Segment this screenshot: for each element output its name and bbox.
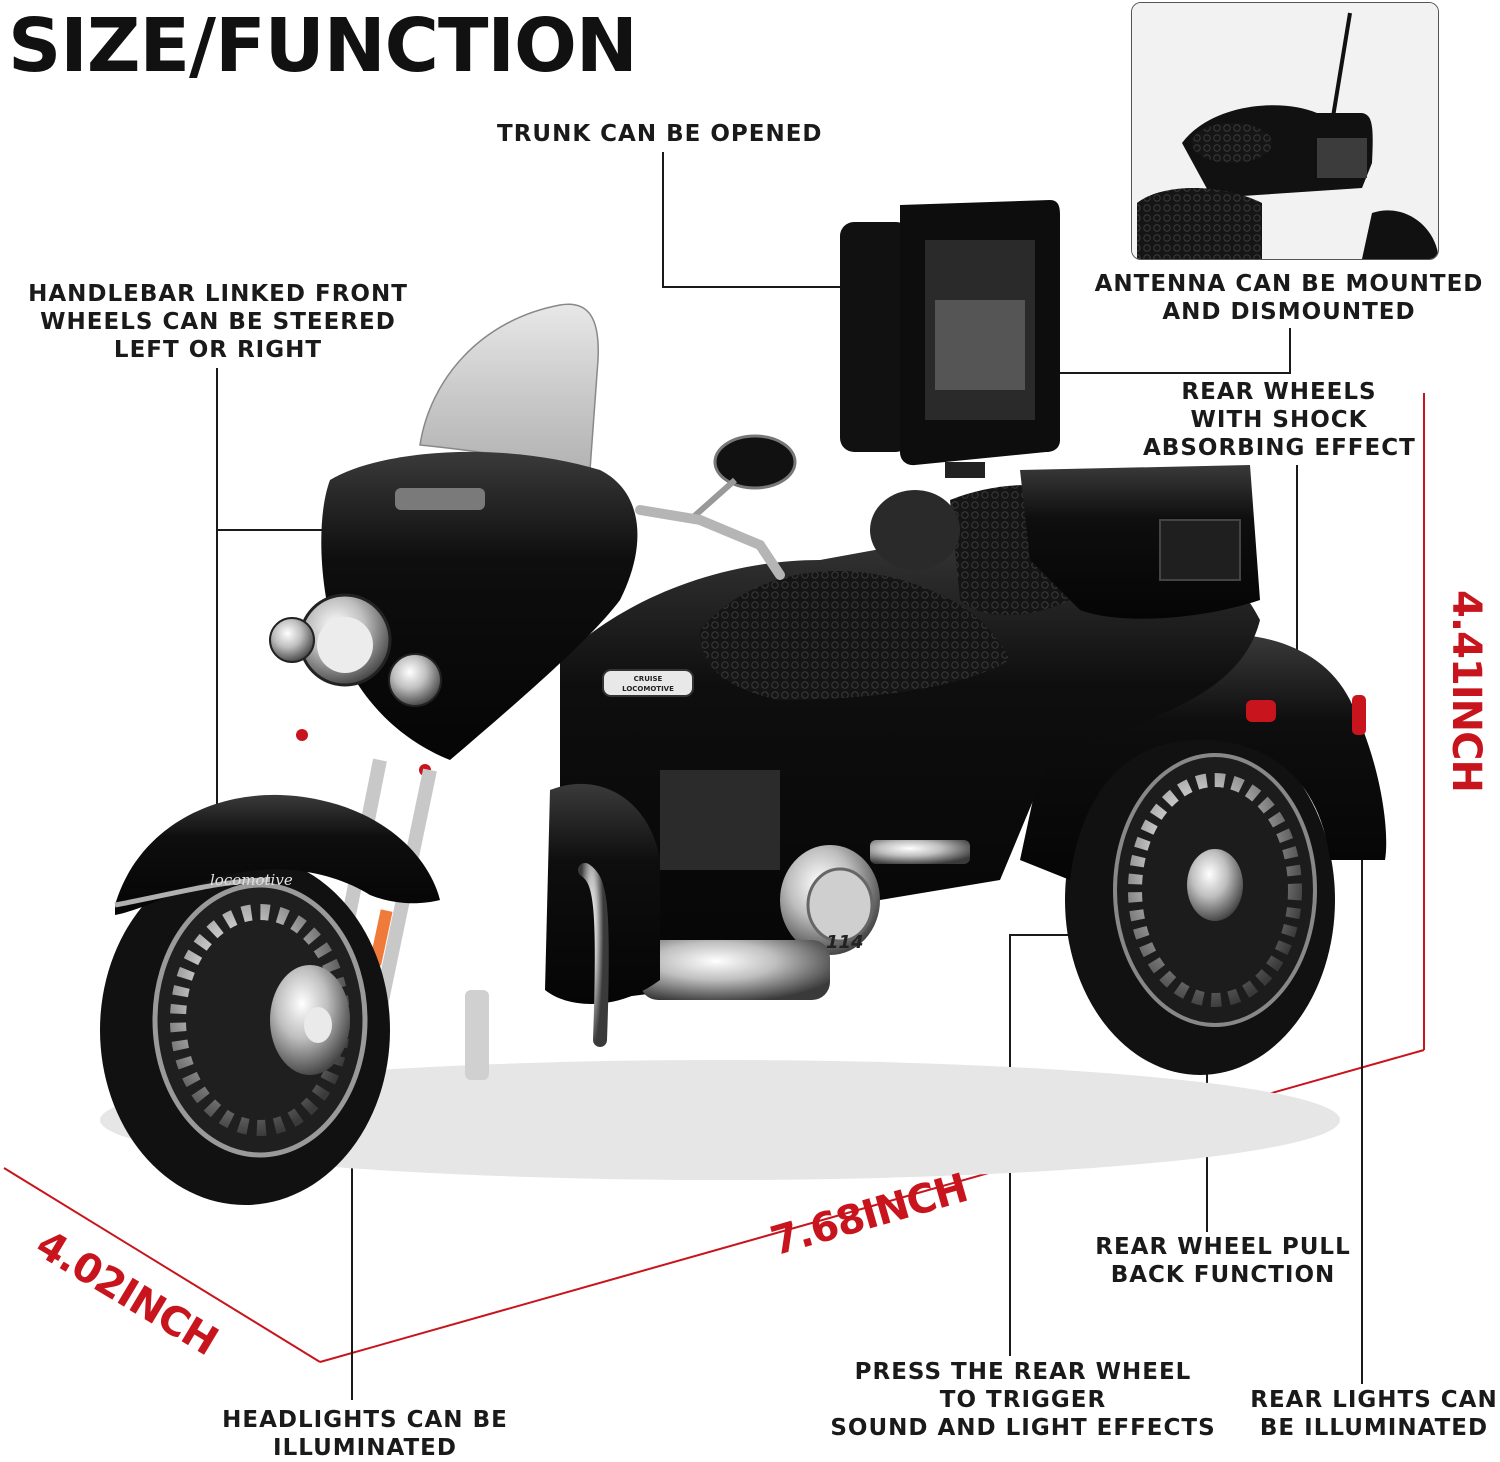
- label-rearlights-line1: REAR LIGHTS CAN: [1250, 1387, 1498, 1413]
- label-shock-line3: ABSORBING EFFECT: [1143, 435, 1416, 461]
- label-antenna-line1: ANTENNA CAN BE MOUNTED: [1094, 271, 1484, 297]
- label-handlebar-line2: WHEELS CAN BE STEERED: [40, 309, 396, 335]
- rear-light-right: [1246, 700, 1276, 722]
- rear-light-side: [1352, 695, 1366, 735]
- label-press-line3: SOUND AND LIGHT EFFECTS: [830, 1415, 1216, 1441]
- fender-script: locomotive: [210, 871, 293, 889]
- label-handlebar: HANDLEBAR LINKED FRONT WHEELS CAN BE STE…: [25, 280, 411, 364]
- antenna-inset: [1131, 2, 1439, 260]
- fairing-vent: [395, 488, 485, 510]
- badge-line2: LOCOMOTIVE: [622, 685, 674, 693]
- label-handlebar-line1: HANDLEBAR LINKED FRONT: [28, 281, 408, 307]
- front-fender: [115, 794, 440, 915]
- label-press-line2: TO TRIGGER: [939, 1387, 1107, 1413]
- tank-badge: CRUISE LOCOMOTIVE: [602, 669, 694, 697]
- label-press: PRESS THE REAR WHEEL TO TRIGGER SOUND AN…: [830, 1358, 1216, 1442]
- label-trunk: TRUNK CAN BE OPENED: [497, 120, 823, 148]
- label-rearlights-line2: BE ILLUMINATED: [1259, 1415, 1489, 1441]
- headlights: [269, 593, 442, 776]
- label-rearlights: REAR LIGHTS CAN BE ILLUMINATED: [1250, 1386, 1498, 1442]
- label-shock-line2: WITH SHOCK: [1190, 407, 1368, 433]
- label-headlights-line2: ILLUMINATED: [273, 1435, 457, 1461]
- front-wheel: [100, 855, 390, 1205]
- rear-wheel: [1065, 725, 1335, 1075]
- badge-line1: CRUISE: [634, 675, 663, 683]
- label-trunk-line1: TRUNK CAN BE OPENED: [497, 121, 823, 147]
- label-antenna-line2: AND DISMOUNTED: [1162, 299, 1416, 325]
- mirror-handlebar: [635, 434, 797, 580]
- label-shock-line1: REAR WHEELS: [1181, 379, 1377, 405]
- windshield: [419, 303, 599, 471]
- exhaust-pipe: [578, 863, 609, 1047]
- trunk-lid: [840, 200, 1060, 478]
- page-title: SIZE/FUNCTION: [8, 3, 638, 89]
- engine: [640, 770, 970, 1000]
- label-shock: REAR WHEELS WITH SHOCK ABSORBING EFFECT: [1143, 378, 1415, 462]
- label-antenna: ANTENNA CAN BE MOUNTED AND DISMOUNTED: [1089, 270, 1489, 326]
- antenna-inset-image: [1132, 3, 1438, 259]
- ground-shadow: [100, 1060, 1340, 1180]
- dimension-height: 4.41INCH: [1442, 590, 1489, 792]
- label-headlights-line1: HEADLIGHTS CAN BE: [222, 1407, 508, 1433]
- label-headlights: HEADLIGHTS CAN BE ILLUMINATED: [220, 1406, 510, 1462]
- seat: [700, 570, 1010, 700]
- label-handlebar-line3: LEFT OR RIGHT: [113, 337, 323, 363]
- label-pullback: REAR WHEEL PULL BACK FUNCTION: [1095, 1233, 1351, 1289]
- label-pullback-line1: REAR WHEEL PULL: [1095, 1234, 1351, 1260]
- label-press-line1: PRESS THE REAR WHEEL: [854, 1359, 1192, 1385]
- label-pullback-line2: BACK FUNCTION: [1110, 1262, 1336, 1288]
- engine-emblem: 114: [826, 932, 864, 953]
- passenger-backrest: [870, 490, 960, 570]
- antenna-icon: [1330, 12, 1352, 124]
